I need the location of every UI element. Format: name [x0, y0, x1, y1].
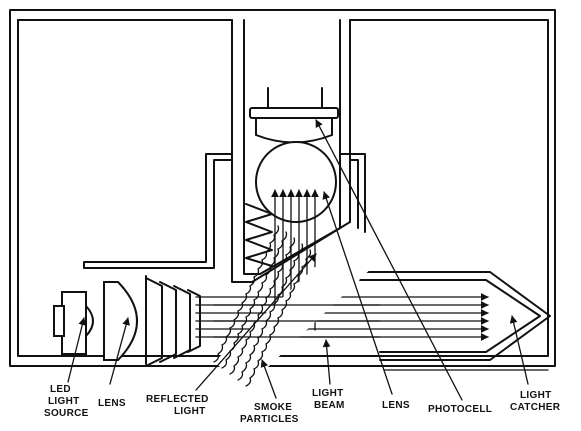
svg-text:LENS: LENS [98, 398, 126, 409]
light-beam-overlay [213, 304, 381, 338]
lens-right [255, 141, 337, 223]
svg-text:SOURCE: SOURCE [44, 408, 89, 419]
svg-text:CATCHER: CATCHER [510, 402, 561, 413]
svg-text:LED: LED [50, 384, 71, 395]
label-reflected-light: REFLECTED LIGHT [146, 394, 209, 417]
led-light-source [53, 291, 94, 355]
label-photocell: PHOTOCELL [428, 404, 492, 415]
svg-text:REFLECTED: REFLECTED [146, 394, 209, 405]
lens-left [103, 281, 138, 361]
label-light-beam: LIGHT BEAM [312, 388, 345, 411]
svg-text:LIGHT: LIGHT [520, 390, 552, 401]
svg-text:LIGHT: LIGHT [48, 396, 80, 407]
svg-text:PARTICLES: PARTICLES [240, 414, 299, 425]
label-light-catcher: LIGHT CATCHER [510, 390, 561, 413]
smoke-particles [213, 225, 378, 388]
photocell [249, 87, 339, 144]
label-led-light-source: LED LIGHT SOURCE [44, 384, 89, 419]
pointer-lines [67, 119, 529, 401]
emitter-baffle [145, 275, 201, 367]
svg-text:PHOTOCELL: PHOTOCELL [428, 404, 492, 415]
svg-text:BEAM: BEAM [314, 400, 345, 411]
label-lens-left: LENS [98, 398, 126, 409]
label-lens-right: LENS [382, 400, 410, 411]
label-smoke-particles: SMOKE PARTICLES [240, 402, 299, 425]
chimney-baffle [245, 203, 273, 267]
svg-text:LIGHT: LIGHT [174, 406, 206, 417]
light-catcher [359, 271, 551, 371]
photocell-chamber [231, 19, 366, 283]
svg-text:LIGHT: LIGHT [312, 388, 344, 399]
light-beam [195, 293, 489, 341]
svg-text:SMOKE: SMOKE [254, 402, 292, 413]
svg-text:LENS: LENS [382, 400, 410, 411]
